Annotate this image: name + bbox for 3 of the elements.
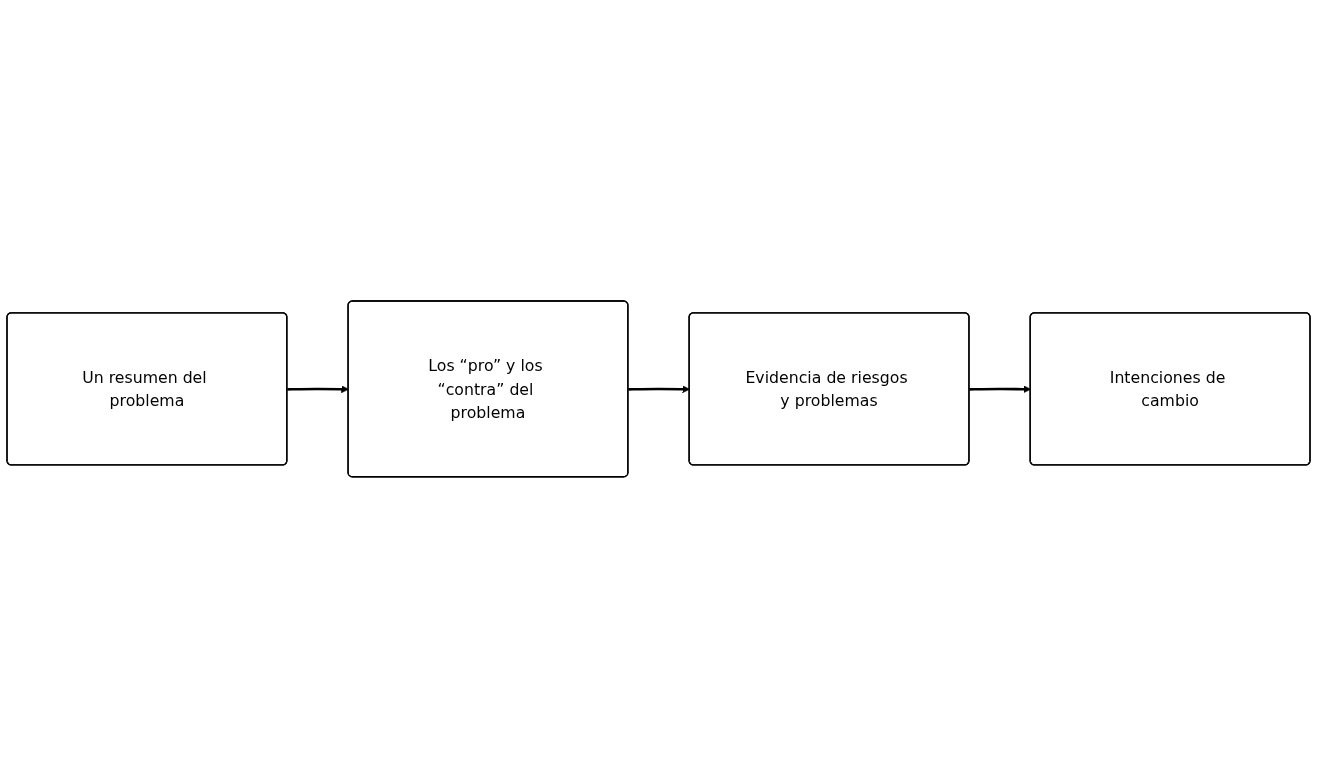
arrow	[287, 385, 349, 394]
arrow	[628, 385, 690, 394]
arrow	[969, 385, 1031, 394]
